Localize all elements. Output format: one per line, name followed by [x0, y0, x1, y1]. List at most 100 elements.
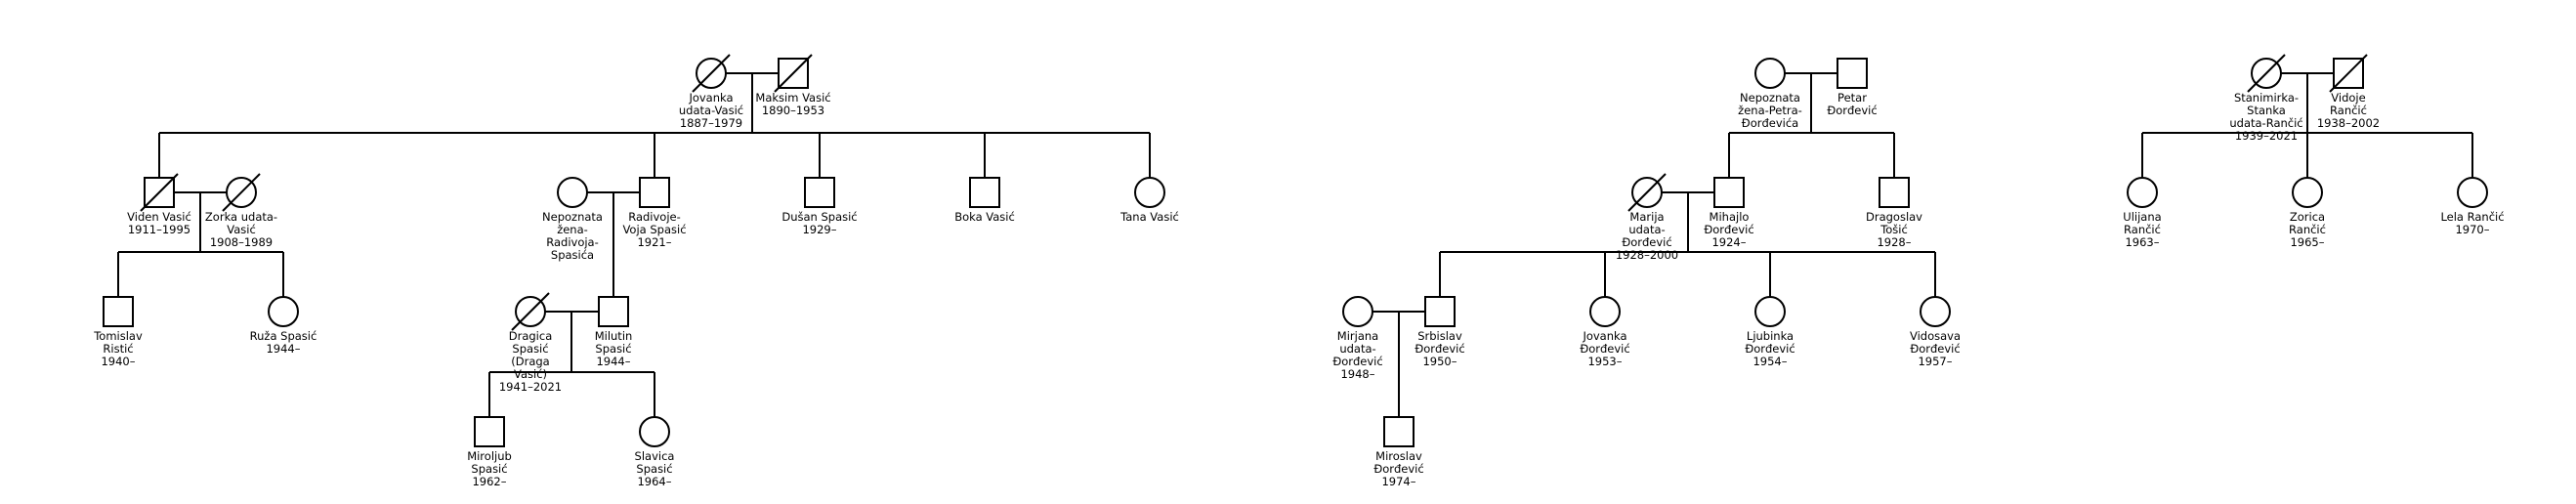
label-line: Radivoja-	[546, 235, 599, 249]
label-line: 1963–	[2125, 235, 2159, 249]
label-line: Miroljub	[467, 449, 512, 463]
label-line: 1965–	[2290, 235, 2324, 249]
label-line: Spasić	[471, 462, 507, 476]
label-line: Vasić	[227, 223, 256, 236]
label-line: Slavica	[635, 449, 675, 463]
person-tana: Tana Vasić	[1119, 177, 1179, 224]
female-circle-icon	[1589, 296, 1621, 327]
label-line: 1948–	[1340, 367, 1374, 381]
person-label: Boka Vasić	[954, 210, 1015, 224]
label-line: 1941–2021	[499, 380, 562, 394]
label-line: Đorđević	[1373, 462, 1423, 476]
female-circle-icon	[1342, 296, 1373, 327]
label-line: Marija	[1629, 210, 1664, 224]
male-square-icon	[1879, 177, 1910, 208]
female-circle-icon	[2292, 177, 2323, 208]
label-line: Đorđević	[1332, 355, 1382, 368]
label-line: Spasić	[512, 342, 548, 356]
male-square-icon	[474, 416, 505, 447]
label-line: Voja Spasić	[622, 223, 686, 236]
label-line: Jovanka	[688, 91, 733, 105]
label-line: Dušan Spasić	[781, 210, 857, 224]
label-line: 1950–	[1422, 355, 1457, 368]
label-line: udata-	[1628, 223, 1665, 236]
deceased-slash-icon	[511, 292, 550, 331]
label-line: Stanka	[2247, 104, 2286, 117]
label-line: Lela Rančić	[2440, 210, 2504, 224]
label-line: 1911–1995	[128, 223, 190, 236]
label-line: Radivoje-	[628, 210, 681, 224]
deceased-slash-icon	[2247, 54, 2286, 93]
label-line: 1944–	[266, 342, 300, 356]
female-circle-icon	[1754, 296, 1786, 327]
label-line: Srbislav	[1417, 329, 1462, 343]
label-line: Rančić	[2289, 223, 2326, 236]
label-line: Nepoznata	[542, 210, 603, 224]
deceased-slash-icon	[2329, 54, 2368, 93]
male-square-icon	[1424, 296, 1456, 327]
label-line: udata-Rančić	[2229, 116, 2302, 130]
female-circle-icon	[1134, 177, 1165, 208]
deceased-slash-icon	[692, 54, 731, 93]
label-line: 1974–	[1381, 475, 1415, 488]
label-line: udata-	[1339, 342, 1375, 356]
label-line: Rančić	[2124, 223, 2161, 236]
label-line: udata-Vasić	[679, 104, 743, 117]
label-line: Maksim Vasić	[755, 91, 830, 105]
label-line: 1887–1979	[680, 116, 742, 130]
female-circle-icon	[639, 416, 670, 447]
male-square-icon	[639, 177, 670, 208]
male-square-icon	[103, 296, 134, 327]
label-line: Stanimirka-	[2234, 91, 2299, 105]
label-line: Dragoslav	[1866, 210, 1922, 224]
label-line: Tošić	[1879, 223, 1908, 236]
label-line: (Draga	[511, 355, 549, 368]
label-line: 1928–2000	[1616, 248, 1678, 262]
label-line: 1939–2021	[2235, 129, 2298, 143]
male-square-icon	[1383, 416, 1415, 447]
label-line: Đorđević	[1745, 342, 1795, 356]
label-line: Milutin	[595, 329, 633, 343]
male-square-icon	[1837, 58, 1868, 89]
label-line: 1890–1953	[762, 104, 824, 117]
label-line: 1944–	[596, 355, 630, 368]
label-line: Tana Vasić	[1119, 210, 1179, 224]
label-line: Rančić	[2330, 104, 2367, 117]
label-line: Vasić)	[514, 367, 547, 381]
label-line: Viden Vasić	[127, 210, 191, 224]
